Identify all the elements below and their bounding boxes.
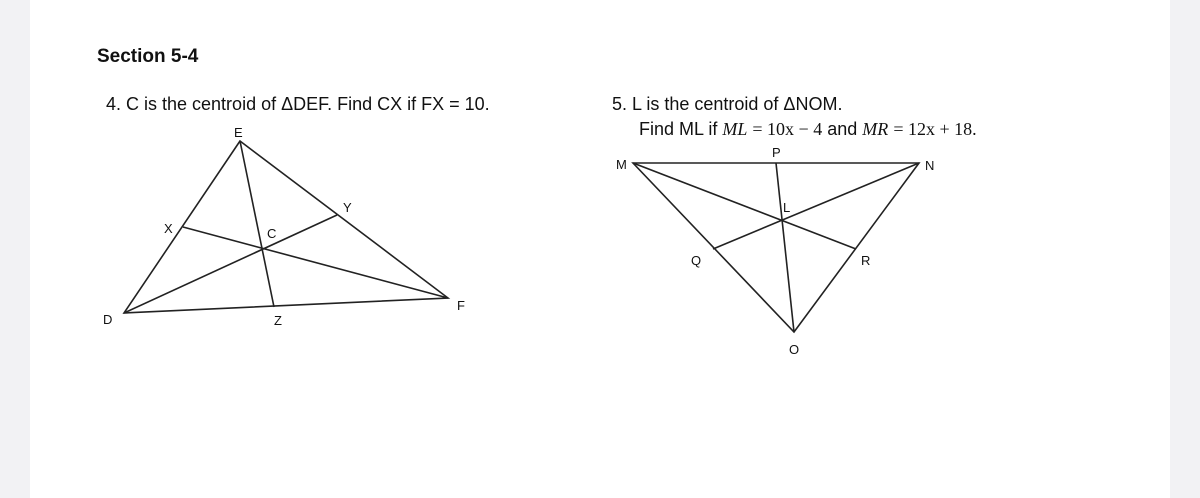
worksheet-page xyxy=(30,0,1170,498)
problem-5-line2: Find ML if ML = 10x − 4 and MR = 12x + 1… xyxy=(639,119,977,140)
median-fx xyxy=(182,226,449,299)
label-y: Y xyxy=(343,200,352,215)
label-m: M xyxy=(616,157,627,172)
label-d: D xyxy=(103,312,112,327)
label-q: Q xyxy=(691,253,701,268)
eq2-rhs: = 12x + 18. xyxy=(893,119,977,139)
median-nq xyxy=(712,162,920,250)
median-mr xyxy=(632,162,857,250)
label-o: O xyxy=(789,342,799,357)
label-r: R xyxy=(861,253,870,268)
triangle-def-diagram xyxy=(122,139,451,314)
problem-5-line1: 5. L is the centroid of ΔNOM. xyxy=(612,94,843,114)
label-n: N xyxy=(925,158,934,173)
label-e: E xyxy=(234,125,243,140)
label-x: X xyxy=(164,221,173,236)
and-text: and xyxy=(827,119,858,139)
eq2-lhs: MR xyxy=(862,119,889,139)
eq1-lhs: ML xyxy=(722,119,748,139)
find-text: Find ML if xyxy=(639,119,718,139)
label-z: Z xyxy=(274,313,282,328)
label-p: P xyxy=(772,145,781,160)
triangle-def xyxy=(122,139,451,314)
label-l: L xyxy=(783,200,790,215)
median-dy xyxy=(123,214,338,314)
label-c: C xyxy=(267,226,276,241)
median-ez xyxy=(239,140,275,308)
section-title: Section 5-4 xyxy=(97,46,199,67)
problem-4-text: 4. C is the centroid of ΔDEF. Find CX if… xyxy=(106,94,490,114)
triangle-nom xyxy=(631,162,921,334)
eq1-rhs: = 10x − 4 xyxy=(752,119,823,139)
triangle-nom-diagram xyxy=(631,162,921,334)
median-op xyxy=(775,162,795,333)
label-f: F xyxy=(457,298,465,313)
